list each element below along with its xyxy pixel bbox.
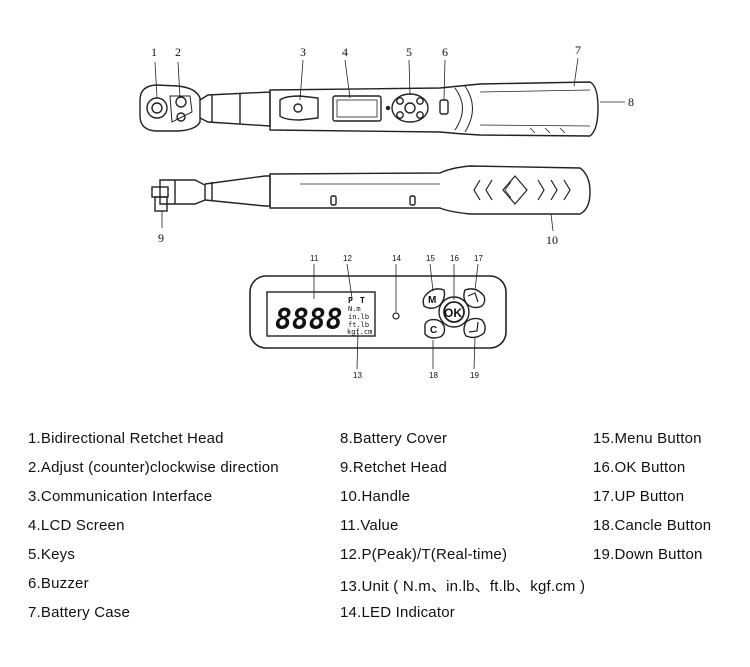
callout-5: 5 <box>406 45 412 59</box>
down-arrow-icon <box>468 321 479 333</box>
callout-10: 10 <box>546 233 558 247</box>
callout-6: 6 <box>442 45 448 59</box>
wrench-neck-side <box>204 175 271 207</box>
callout-8: 8 <box>628 95 634 109</box>
led-indicator-icon <box>392 312 400 320</box>
legend-item-17: 17.UP Button <box>593 488 685 505</box>
legend-item-9: 9.Retchet Head <box>340 459 448 476</box>
up-arrow-icon <box>467 292 479 303</box>
side-callouts: 9 10 <box>158 231 558 247</box>
ok-button-label: OK <box>444 306 462 320</box>
callout-2: 2 <box>175 45 181 59</box>
top-lcd-screen <box>332 95 382 122</box>
callout-9: 9 <box>158 231 164 245</box>
callout-1: 1 <box>151 45 157 59</box>
legend-item-2: 2.Adjust (counter)clockwise direction <box>28 459 279 476</box>
top-callouts: 1 2 3 4 5 6 7 8 <box>151 43 634 109</box>
wrench-top-view <box>139 81 599 137</box>
menu-button[interactable]: M <box>422 288 446 309</box>
callout-4: 4 <box>342 45 348 59</box>
lcd-peak-indicator: P <box>348 296 353 305</box>
wrench-side-view <box>151 165 591 215</box>
legend-item-5: 5.Keys <box>28 546 76 563</box>
legend-item-8: 8.Battery Cover <box>340 430 448 447</box>
legend-item-15: 15.Menu Button <box>593 430 702 447</box>
legend-item-14: 14.LED Indicator <box>340 604 455 621</box>
side-leader-lines <box>161 211 554 232</box>
menu-button-label: M <box>428 295 436 306</box>
callout-12: 12 <box>343 254 352 263</box>
legend-item-4: 4.LCD Screen <box>28 517 125 534</box>
torque-wrench-diagram: 1 2 3 4 5 6 7 8 <box>139 43 634 380</box>
lcd-unit-inlb: in.lb <box>348 313 369 321</box>
callout-15: 15 <box>426 254 435 263</box>
legend-item-12: 12.P(Peak)/T(Real-time) <box>340 546 508 563</box>
lcd-realtime-indicator: T <box>360 296 365 305</box>
legend-item-18: 18.Cancle Button <box>593 517 712 534</box>
panel-lcd-screen: 8888 P T N.m in.lb ft.lb kgf.cm <box>266 291 376 337</box>
panel-callouts: 11 12 14 15 16 17 13 18 19 <box>310 254 483 380</box>
legend-item-6: 6.Buzzer <box>28 575 89 592</box>
legend-item-11: 11.Value <box>340 517 399 534</box>
lcd-unit-nm: N.m <box>348 305 361 313</box>
wrench-body-side <box>269 165 591 215</box>
wrench-neck-top <box>199 91 271 127</box>
callout-7: 7 <box>575 43 581 57</box>
legend-item-1: 1.Bidirectional Retchet Head <box>28 430 224 447</box>
cancel-button[interactable]: C <box>424 318 446 339</box>
callout-17: 17 <box>474 254 483 263</box>
up-button[interactable] <box>463 288 486 309</box>
cancel-button-label: C <box>430 325 437 336</box>
callout-19: 19 <box>470 371 479 380</box>
lcd-unit-kgfcm: kgf.cm <box>347 328 372 336</box>
lcd-unit-ftlb: ft.lb <box>348 321 369 329</box>
callout-16: 16 <box>450 254 459 263</box>
legend-item-7: 7.Battery Case <box>28 604 131 621</box>
legend-item-19: 19.Down Button <box>593 546 703 563</box>
ok-button[interactable]: OK <box>443 301 465 323</box>
lcd-value-digits: 8888 <box>275 303 342 336</box>
callout-3: 3 <box>300 45 306 59</box>
legend-item-16: 16.OK Button <box>593 459 686 476</box>
panel-keypad: M OK C <box>422 288 486 339</box>
callout-18: 18 <box>429 371 438 380</box>
callout-13: 13 <box>353 371 362 380</box>
ratchet-head-top <box>139 84 201 132</box>
callout-14: 14 <box>392 254 401 263</box>
panel-leader-lines <box>313 263 479 370</box>
callout-11: 11 <box>310 254 319 263</box>
ratchet-head-side <box>151 179 206 212</box>
front-panel: 8888 P T N.m in.lb ft.lb kgf.cm M OK <box>249 275 507 349</box>
legend-item-10: 10.Handle <box>340 488 411 505</box>
legend-item-13: 13.Unit ( N.m、in.lb、ft.lb、kgf.cm ) <box>340 578 586 595</box>
down-button[interactable] <box>463 317 486 339</box>
wrench-body-top <box>269 81 599 137</box>
top-leader-lines <box>154 57 625 103</box>
legend-item-3: 3.Communication Interface <box>28 488 213 505</box>
